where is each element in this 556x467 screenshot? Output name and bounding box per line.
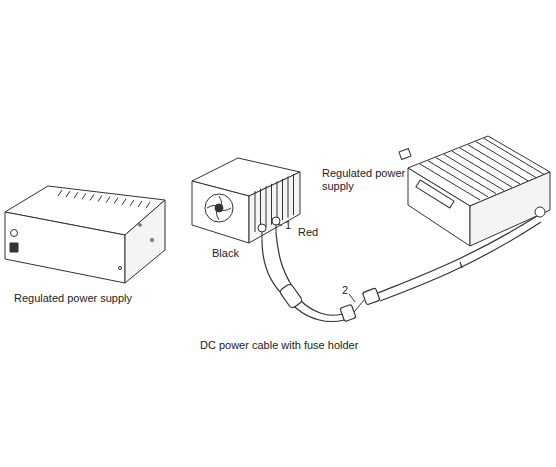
vent-stroke [146, 202, 150, 208]
vent-stroke [260, 189, 261, 230]
vent-stroke [66, 191, 70, 197]
vent-stroke [266, 186, 267, 227]
vent-stroke [452, 151, 512, 187]
vent-stroke [468, 145, 528, 181]
wire-label: Black [212, 247, 239, 260]
callout-number: 2 [342, 284, 348, 297]
leader-line [349, 294, 355, 302]
vent-stroke [114, 198, 118, 204]
wire-label: Red [298, 226, 318, 239]
part-label: Regulated power supply [322, 167, 414, 193]
vent-stroke [436, 158, 496, 194]
vent-stroke [277, 181, 278, 222]
vent-stroke [74, 192, 78, 198]
vent-stroke [58, 190, 62, 196]
vent-stroke [130, 200, 134, 206]
vent-stroke [255, 191, 256, 232]
callout-number: 1 [285, 219, 291, 232]
vent-stroke [271, 184, 272, 225]
part-label: Regulated power supply [14, 292, 132, 305]
vent-stroke [293, 174, 294, 215]
vent-stroke [138, 201, 142, 207]
vent-stroke [90, 194, 94, 200]
caption: DC power cable with fuse holder [200, 339, 358, 352]
vent-stroke [98, 196, 102, 202]
vent-stroke [476, 142, 536, 178]
vent-stroke [484, 138, 544, 174]
dc-cable [262, 216, 541, 322]
vent-stroke [282, 179, 283, 220]
radio [399, 136, 550, 246]
leader-line [278, 224, 282, 226]
vent-stroke [460, 148, 520, 184]
power-supply-left [5, 186, 165, 283]
vent-stroke [288, 177, 289, 218]
vent-stroke [444, 154, 504, 190]
vent-stroke [82, 193, 86, 199]
vent-stroke [122, 199, 126, 205]
power-supply-center [192, 158, 300, 243]
vent-stroke [106, 197, 110, 203]
